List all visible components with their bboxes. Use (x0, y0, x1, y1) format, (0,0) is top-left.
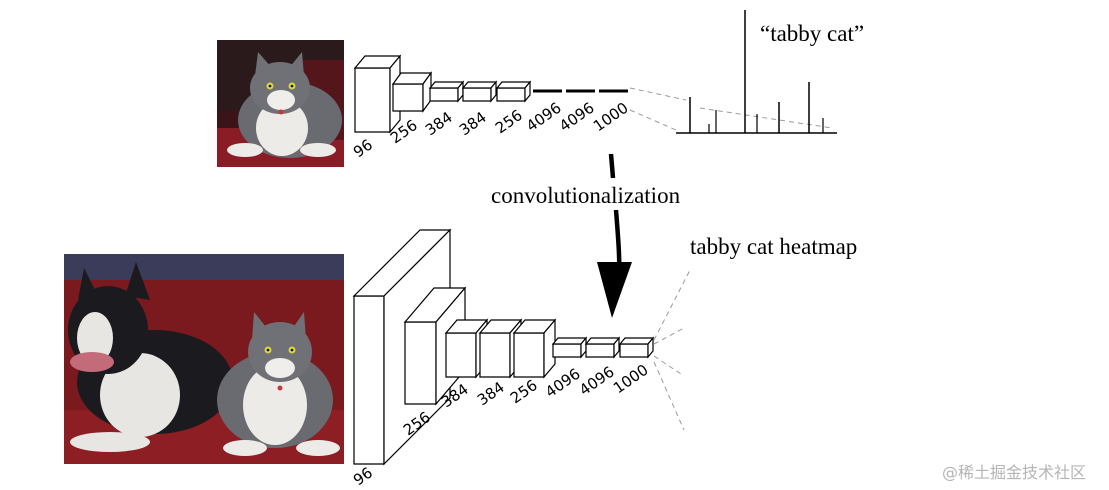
top-label-256b: 256 (492, 106, 526, 137)
bottom-label-384b: 384 (474, 378, 508, 409)
bottom-network (352, 228, 691, 466)
top-layer-3 (428, 80, 465, 103)
convolutionalization-label: convolutionalization (491, 183, 681, 208)
bottom-layer-8 (618, 336, 655, 359)
bottom-projection-line-2 (653, 327, 685, 345)
bottom-projection-line-3 (653, 355, 685, 377)
watermark-text: @稀土掘金技术社区 (942, 463, 1086, 482)
top-projection-line-lower (629, 109, 677, 131)
bottom-label-1000: 1000 (610, 361, 652, 398)
top-layer-5 (495, 80, 532, 103)
bottom-output-label: tabby cat heatmap (690, 234, 857, 259)
top-layer-1 (353, 54, 402, 134)
top-projection-line-long (699, 107, 833, 129)
bottom-layer-6 (551, 336, 588, 359)
top-layer-2 (391, 71, 433, 113)
top-network (353, 54, 833, 134)
bottom-layer-7 (584, 336, 621, 359)
top-label-384b: 384 (456, 108, 490, 139)
convolutionalization-arrow (597, 153, 632, 318)
top-output-histogram (676, 10, 837, 134)
bottom-projection-line-4 (653, 361, 685, 431)
top-label-4096a: 4096 (523, 99, 565, 136)
top-label-96: 96 (350, 136, 376, 162)
top-label-4096b: 4096 (556, 99, 598, 136)
top-projection-line-upper (629, 87, 687, 101)
top-label-1000: 1000 (590, 99, 632, 136)
bottom-label-256b: 256 (507, 376, 541, 407)
top-layer-4 (461, 80, 498, 103)
top-label-384a: 384 (422, 108, 456, 139)
bottom-layer-5 (512, 318, 557, 379)
bottom-projection-line-1 (653, 269, 691, 341)
top-output-label: “tabby cat” (760, 21, 864, 46)
bottom-label-96: 96 (350, 464, 376, 490)
bottom-input-photo (64, 254, 344, 464)
top-input-cat-photo (217, 40, 344, 167)
